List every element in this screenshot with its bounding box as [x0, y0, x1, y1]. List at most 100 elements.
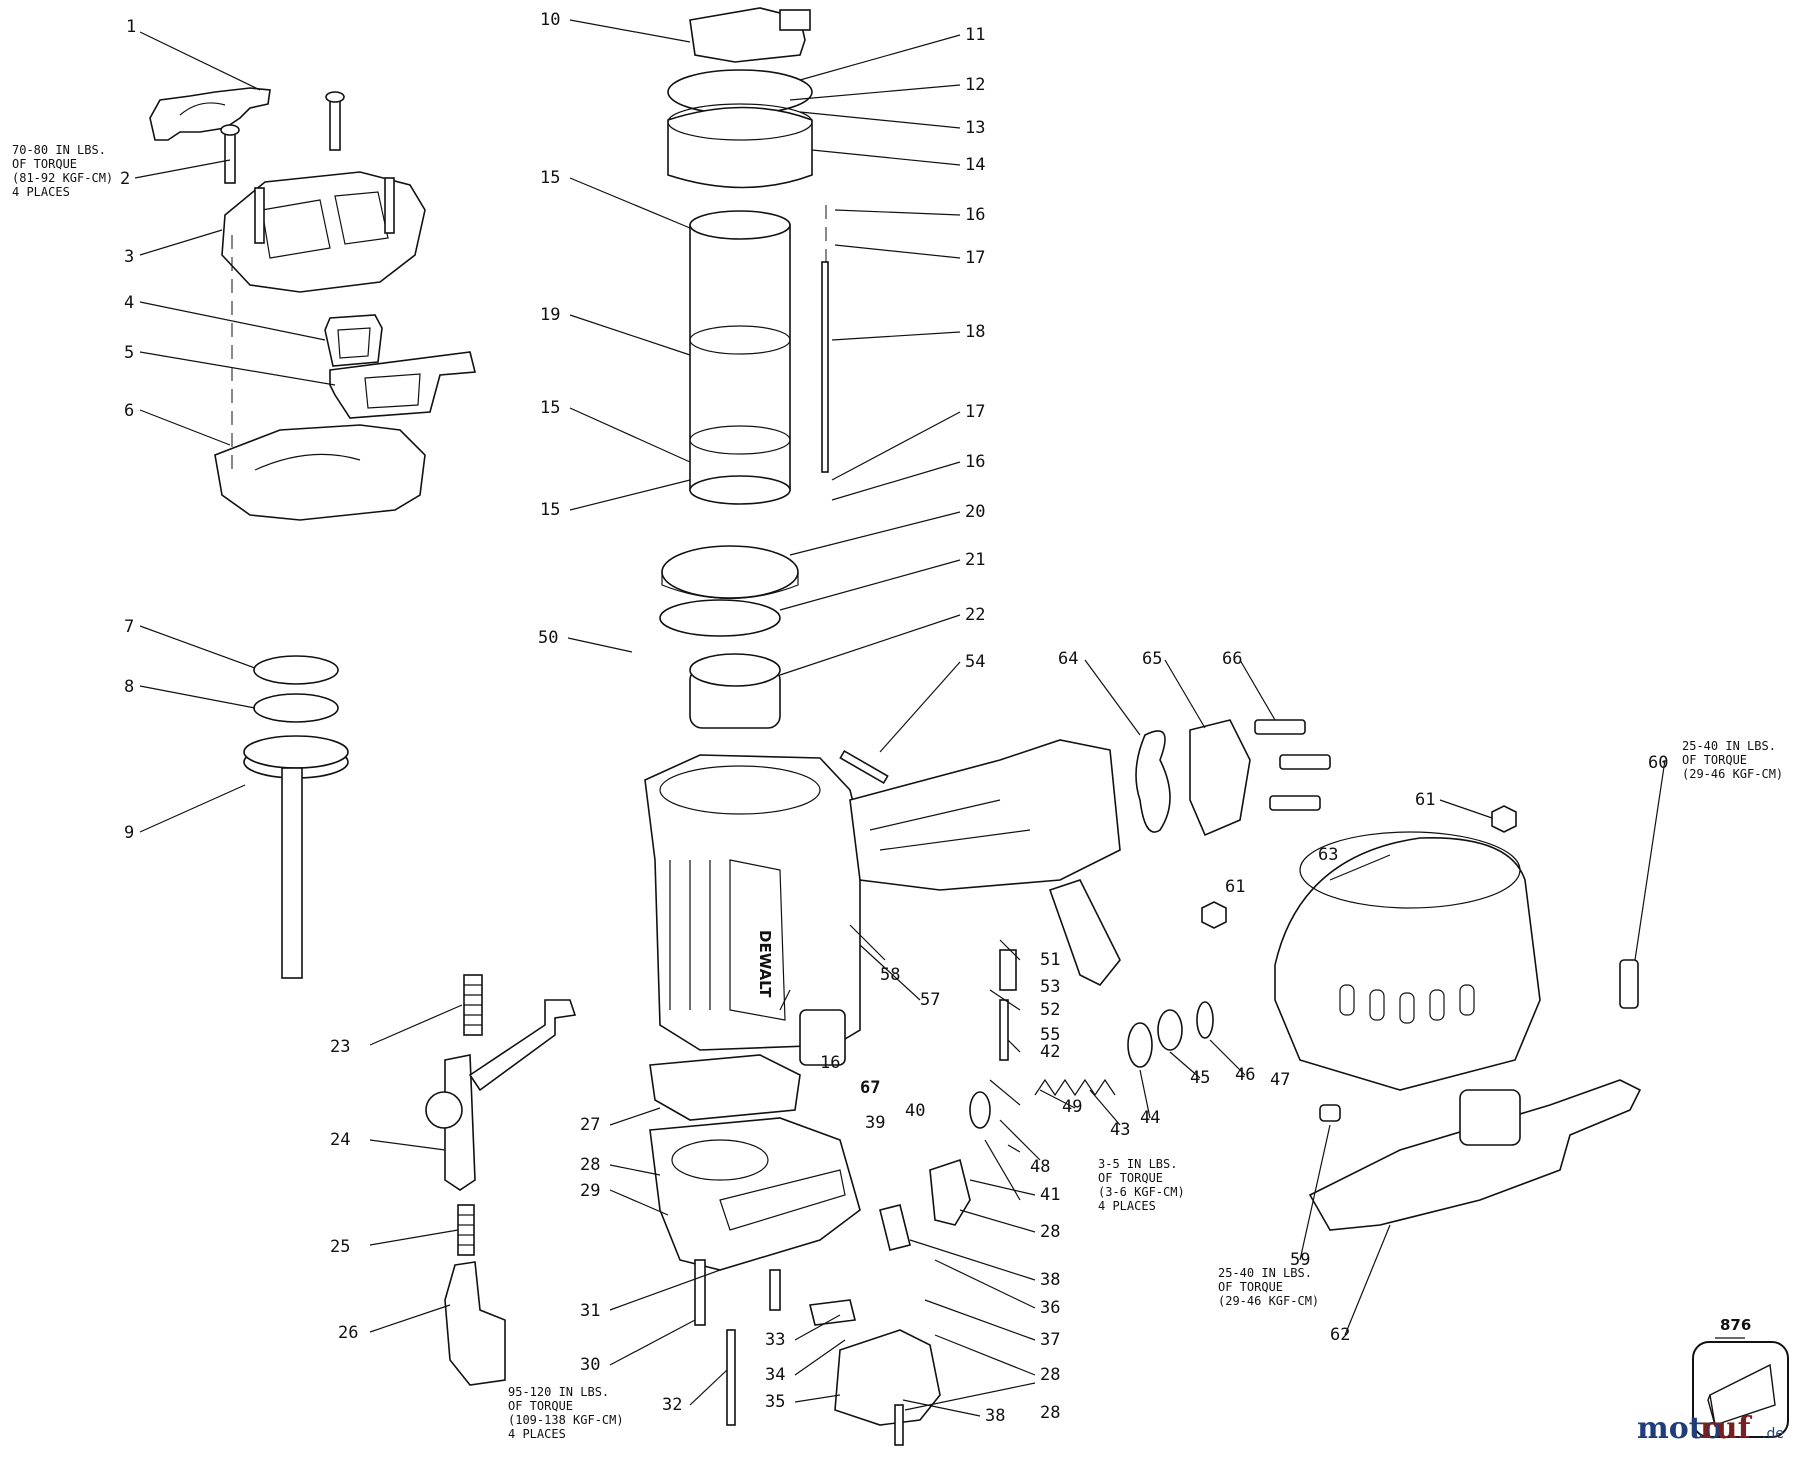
callout-28b: 28 — [1040, 1222, 1060, 1242]
torque-note-line: (81-92 KGF-CM) — [12, 171, 113, 185]
callout-24: 24 — [330, 1130, 350, 1150]
callout-33: 33 — [765, 1330, 785, 1350]
callout-63: 63 — [1318, 845, 1338, 865]
callout-51: 51 — [1040, 950, 1060, 970]
callout-28d: 28 — [1040, 1403, 1060, 1423]
callout-16c: 16 — [820, 1053, 840, 1073]
part-44-spring — [1034, 1078, 1116, 1097]
part-6-plate — [214, 424, 426, 521]
part-61b-nut — [1201, 901, 1227, 929]
torque-note-2: 95-120 IN LBS. OF TORQUE (109-138 KGF-CM… — [508, 1385, 624, 1441]
callout-labels: 1 2 3 4 5 6 7 8 9 10 11 12 13 14 15 15 1… — [120, 10, 1668, 1426]
watermark: moto ruf .de — [1637, 1411, 1784, 1446]
callout-65: 65 — [1142, 649, 1162, 669]
page-badge-number: 876 — [1720, 1316, 1751, 1334]
part-62-rail — [1308, 1079, 1642, 1231]
part-28-nosepiece — [649, 1117, 861, 1271]
callout-58: 58 — [880, 965, 900, 985]
callout-16b: 16 — [965, 452, 985, 472]
callout-3: 3 — [124, 247, 134, 267]
torque-note-line: (3-6 KGF-CM) — [1098, 1185, 1185, 1199]
part-54-pin — [839, 749, 889, 785]
part-67-valve — [799, 1009, 846, 1066]
torque-note-line: 70-80 IN LBS. — [12, 143, 106, 157]
part-60-screw — [1619, 959, 1639, 1009]
torque-note-line: 4 PLACES — [508, 1427, 566, 1441]
part-7-ring — [253, 655, 339, 685]
part-56-pin — [999, 999, 1009, 1061]
callout-36: 36 — [1040, 1298, 1060, 1318]
callout-28a: 28 — [580, 1155, 600, 1175]
callout-10: 10 — [540, 10, 560, 30]
part-65-end-cap — [1189, 719, 1251, 837]
callout-31: 31 — [580, 1301, 600, 1321]
callout-47: 47 — [1270, 1070, 1290, 1090]
callout-11: 11 — [965, 25, 985, 45]
part-49-seal — [969, 1091, 991, 1129]
callout-66: 66 — [1222, 649, 1242, 669]
callout-32: 32 — [662, 1395, 682, 1415]
part-9-piston — [243, 735, 349, 979]
torque-note-line: OF TORQUE — [1682, 753, 1747, 767]
part-61-nut — [1491, 805, 1517, 833]
callout-50: 50 — [538, 628, 558, 648]
torque-note-4: 25-40 IN LBS. OF TORQUE (29-46 KGF-CM) — [1682, 739, 1783, 781]
part-63-canister — [1274, 831, 1541, 1091]
torque-note-line: (29-46 KGF-CM) — [1682, 767, 1783, 781]
part-20-disc — [661, 545, 799, 600]
callout-19: 19 — [540, 305, 560, 325]
callout-35: 35 — [765, 1392, 785, 1412]
callout-29: 29 — [580, 1181, 600, 1201]
part-26-block — [444, 1261, 506, 1386]
part-32-pin — [726, 1329, 736, 1426]
callout-45: 45 — [1190, 1068, 1210, 1088]
part-25-spring — [457, 1204, 475, 1256]
callout-40: 40 — [905, 1101, 925, 1121]
callout-39: 39 — [865, 1113, 885, 1133]
callout-64: 64 — [1058, 649, 1078, 669]
torque-note-line: (109-138 KGF-CM) — [508, 1413, 624, 1427]
callout-59: 59 — [1290, 1250, 1310, 1270]
torque-note-5: 25-40 IN LBS. OF TORQUE (29-46 KGF-CM) — [1218, 1266, 1319, 1308]
torque-note-line: OF TORQUE — [1098, 1171, 1163, 1185]
callout-18: 18 — [965, 322, 985, 342]
part-31-pin — [769, 1269, 781, 1311]
part-46-ring — [1157, 1009, 1183, 1051]
callout-49: 49 — [1062, 1097, 1082, 1117]
part-55-spring — [999, 949, 1017, 991]
callout-37: 37 — [1040, 1330, 1060, 1350]
part-27-gasket — [649, 1054, 801, 1121]
part-47-clip — [1196, 1001, 1214, 1039]
callout-1: 1 — [126, 17, 136, 37]
callout-55: 55 — [1040, 1025, 1060, 1045]
torque-note-3: 3-5 IN LBS. OF TORQUE (3-6 KGF-CM) 4 PLA… — [1098, 1157, 1185, 1213]
callout-23: 23 — [330, 1037, 350, 1057]
callout-26: 26 — [338, 1323, 358, 1343]
callout-8: 8 — [124, 677, 134, 697]
callout-46: 46 — [1235, 1065, 1255, 1085]
callout-54: 54 — [965, 652, 985, 672]
callout-27: 27 — [580, 1115, 600, 1135]
part-5-gasket — [329, 351, 477, 419]
callout-60: 60 — [1648, 753, 1668, 773]
part-35-trigger — [809, 1299, 941, 1446]
torque-note-line: 25-40 IN LBS. — [1682, 739, 1776, 753]
callout-62: 62 — [1330, 1325, 1350, 1345]
callout-13: 13 — [965, 118, 985, 138]
callout-30: 30 — [580, 1355, 600, 1375]
torque-note-line: (29-46 KGF-CM) — [1218, 1294, 1319, 1308]
callout-9: 9 — [124, 823, 134, 843]
part-3-cap — [221, 171, 426, 293]
callout-4: 4 — [124, 293, 134, 313]
part-59-screw — [1319, 1104, 1341, 1122]
callout-44: 44 — [1140, 1108, 1160, 1128]
part-24-latch — [425, 999, 577, 1191]
part-8-ring — [253, 693, 339, 723]
callout-28c: 28 — [1040, 1365, 1060, 1385]
part-4-seal — [324, 314, 383, 367]
callout-38b: 38 — [985, 1406, 1005, 1426]
callout-7: 7 — [124, 617, 134, 637]
leader-lines — [134, 19, 1666, 1417]
part-21-ring — [659, 599, 781, 637]
page-badge: 876 — [1692, 1316, 1789, 1438]
